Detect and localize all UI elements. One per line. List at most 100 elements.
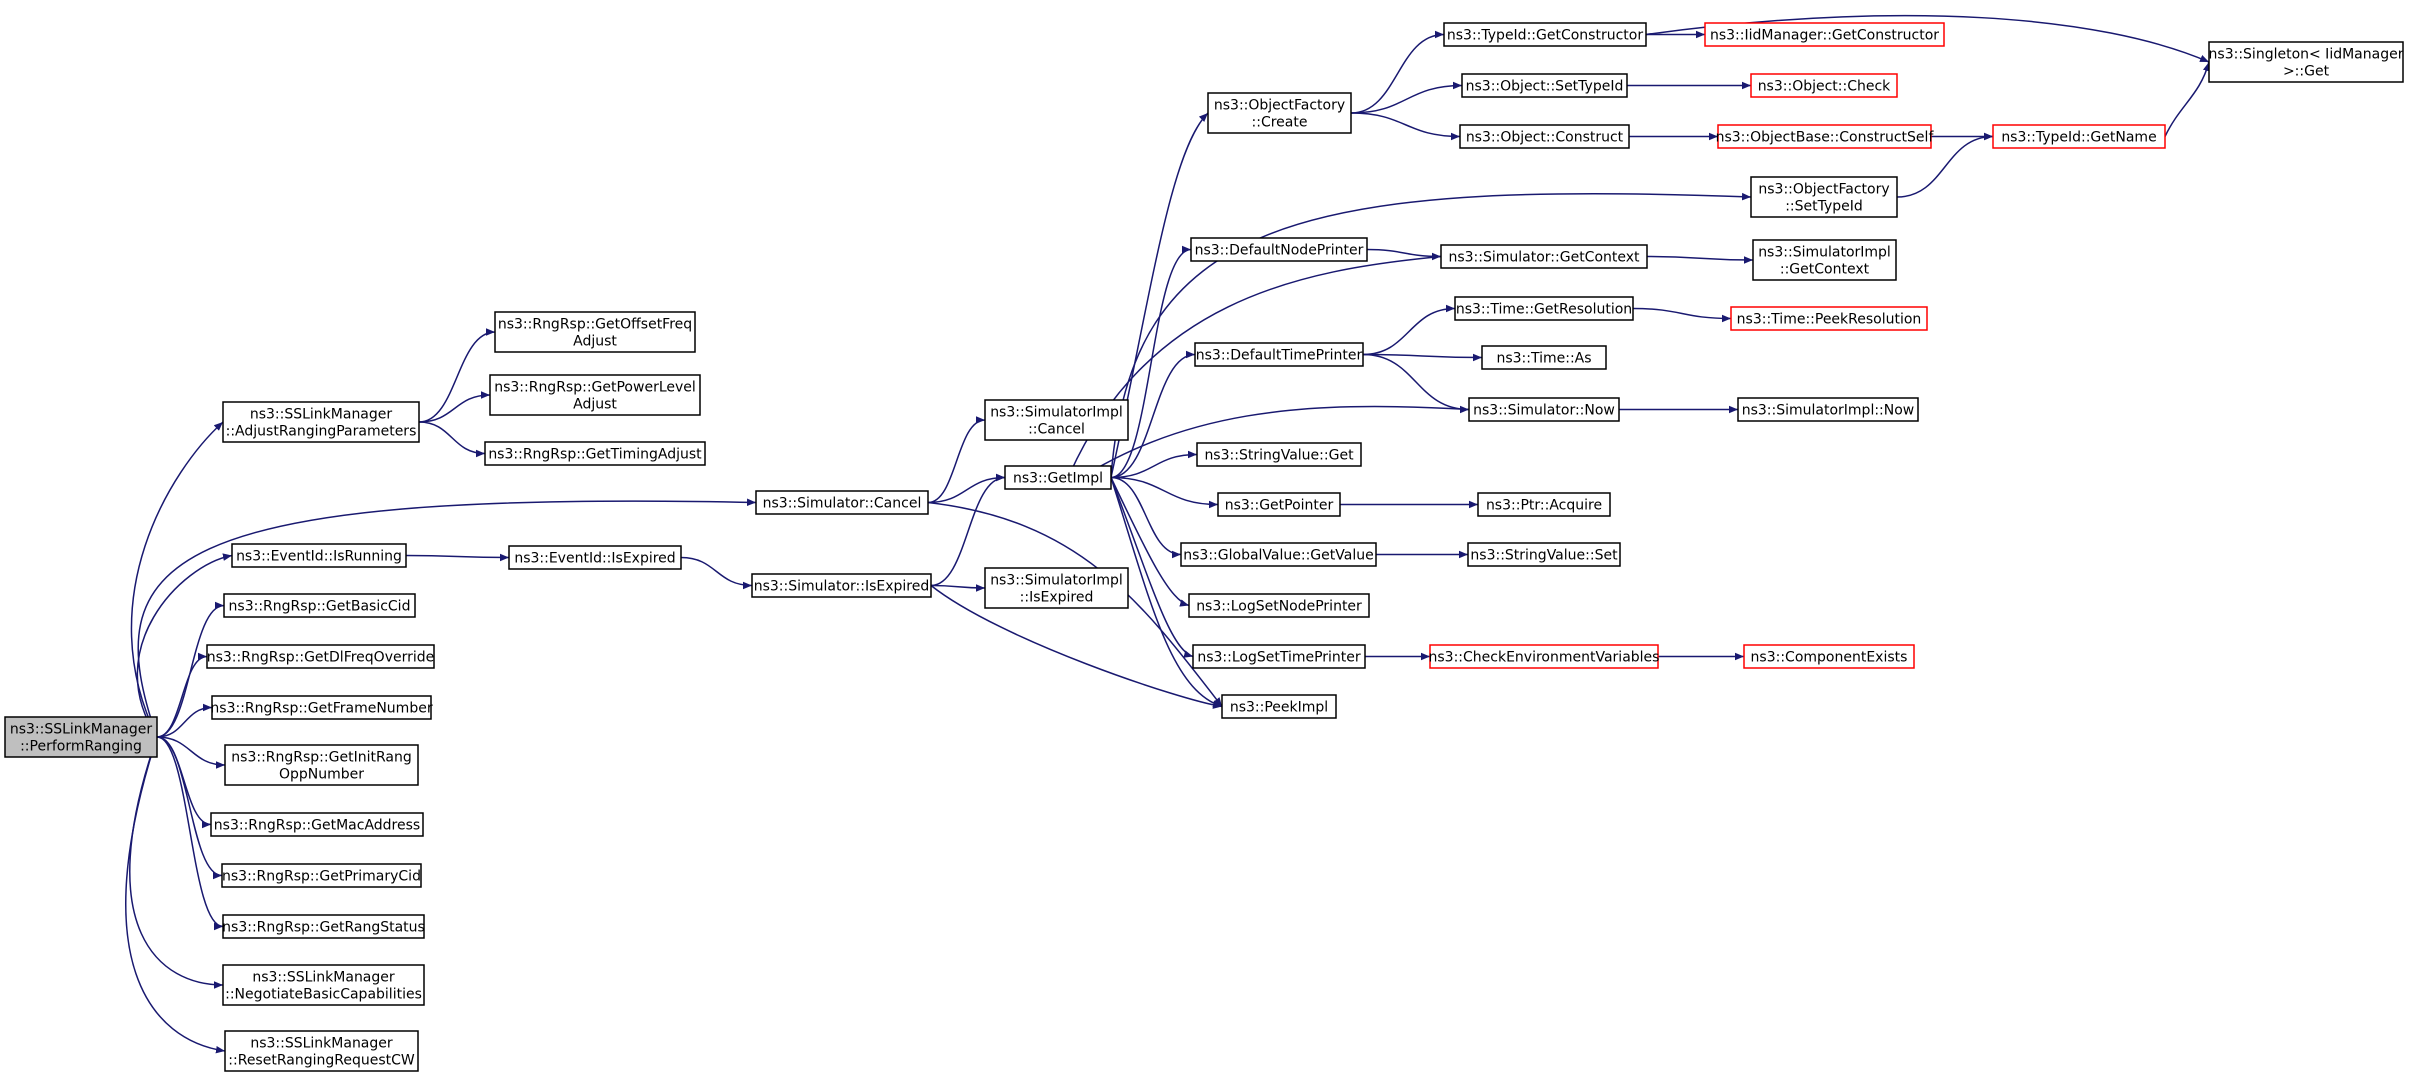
node-box [1717, 124, 1932, 149]
node-time-peekresolution[interactable]: ns3::Time::PeekResolution [1730, 306, 1928, 331]
edge-layer [125, 14, 2211, 1054]
node-label: ns3::TypeId::GetConstructor [1447, 28, 1643, 44]
node-defaultnodeprinter[interactable]: ns3::DefaultNodePrinter [1190, 237, 1368, 262]
edge-simulator-now-to-getimpl [1062, 405, 1470, 490]
node-simulatorimpl-getcontext[interactable]: ns3::SimulatorImpl::GetContext [1752, 239, 1897, 281]
node-label: ns3::RngRsp::GetInitRang [231, 750, 411, 766]
node-iidmanager-getconstructor[interactable]: ns3::IidManager::GetConstructor [1704, 22, 1945, 47]
node-simulatorimpl-isexpired[interactable]: ns3::SimulatorImpl::IsExpired [984, 567, 1129, 609]
node-getpointer[interactable]: ns3::GetPointer [1217, 492, 1341, 517]
node-rngrsp-getdlfreqoverride[interactable]: ns3::RngRsp::GetDlFreqOverride [206, 644, 435, 669]
node-box [508, 545, 682, 570]
node-label: ns3::RngRsp::GetMacAddress [214, 818, 420, 834]
node-label: ns3::Time::As [1496, 351, 1591, 367]
node-rngrsp-getframenumber[interactable]: ns3::RngRsp::GetFrameNumber [210, 695, 433, 720]
node-time-as[interactable]: ns3::Time::As [1481, 345, 1607, 370]
node-logsetnodeprinter[interactable]: ns3::LogSetNodePrinter [1188, 593, 1370, 618]
node-ptr-acquire[interactable]: ns3::Ptr::Acquire [1477, 492, 1611, 517]
node-label: ns3::ObjectFactory [1214, 98, 1345, 114]
edge-sslinkmanager-performranging-to-rngrsp-getmacaddress [156, 736, 212, 829]
node-objectfactory-settypeid[interactable]: ns3::ObjectFactory::SetTypeId [1750, 176, 1898, 218]
node-globalvalue-getvalue[interactable]: ns3::GlobalValue::GetValue [1180, 542, 1377, 567]
node-label: ns3::ObjectBase::ConstructSelf [1716, 130, 1935, 146]
node-label: ns3::RngRsp::GetPowerLevel [494, 380, 696, 396]
node-label: ns3::EventId::IsRunning [236, 549, 402, 565]
node-simulator-isexpired[interactable]: ns3::Simulator::IsExpired [751, 573, 932, 598]
node-componentexists[interactable]: ns3::ComponentExists [1743, 644, 1915, 669]
node-rngrsp-getprimarycid[interactable]: ns3::RngRsp::GetPrimaryCid [221, 863, 422, 888]
node-label: ns3::SimulatorImpl::Now [1742, 403, 1915, 419]
node-box [221, 863, 422, 888]
edge-objectfactory-create-to-object-construct [1350, 112, 1461, 141]
edge-getimpl-to-logsetnodeprinter [1110, 477, 1190, 607]
node-simulator-getcontext[interactable]: ns3::Simulator::GetContext [1440, 244, 1648, 269]
node-sslinkmanager-resetrangingrequestcw[interactable]: ns3::SSLinkManager::ResetRangingRequestC… [224, 1030, 419, 1072]
node-typeid-getconstructor[interactable]: ns3::TypeId::GetConstructor [1443, 22, 1647, 47]
node-label: ns3::ObjectFactory [1758, 182, 1889, 198]
node-defaulttimeprinter[interactable]: ns3::DefaultTimePrinter [1194, 342, 1364, 367]
edge-getimpl-to-objectfactory-settypeid [1110, 192, 1752, 478]
node-typeid-getname[interactable]: ns3::TypeId::GetName [1992, 124, 2166, 149]
node-peekimpl[interactable]: ns3::PeekImpl [1221, 694, 1337, 719]
node-rngrsp-getmacaddress[interactable]: ns3::RngRsp::GetMacAddress [210, 812, 424, 837]
node-simulatorimpl-now[interactable]: ns3::SimulatorImpl::Now [1737, 397, 1919, 422]
node-objectbase-constructself[interactable]: ns3::ObjectBase::ConstructSelf [1716, 124, 1935, 149]
edge-getimpl-to-defaulttimeprinter [1110, 350, 1196, 479]
node-box [1429, 644, 1659, 669]
node-box [1440, 244, 1648, 269]
node-object-construct[interactable]: ns3::Object::Construct [1459, 124, 1630, 149]
edge-time-getresolution-to-time-peekresolution [1632, 307, 1732, 323]
node-rngrsp-getbasiccid[interactable]: ns3::RngRsp::GetBasicCid [223, 593, 416, 618]
node-label: ns3::RngRsp::GetRangStatus [222, 920, 425, 936]
node-label: ns3::Object::Check [1758, 79, 1891, 95]
node-singleton-iidmanager-get[interactable]: ns3::Singleton< IidManager >::Get [2208, 41, 2404, 83]
node-sslinkmanager-adjustrangingparameters[interactable]: ns3::SSLinkManager::AdjustRangingParamet… [222, 401, 420, 443]
node-eventid-isrunning[interactable]: ns3::EventId::IsRunning [231, 543, 407, 568]
node-object-check[interactable]: ns3::Object::Check [1750, 73, 1898, 98]
edge-sslinkmanager-performranging-to-sslinkmanager-resetrangingrequestcw [125, 736, 226, 1054]
node-time-getresolution[interactable]: ns3::Time::GetResolution [1454, 296, 1634, 321]
node-box [1752, 239, 1897, 281]
node-eventid-isexpired[interactable]: ns3::EventId::IsExpired [508, 545, 682, 570]
node-box [206, 644, 435, 669]
node-label: ns3::SSLinkManager [250, 1036, 393, 1052]
node-simulator-cancel[interactable]: ns3::Simulator::Cancel [755, 490, 929, 515]
node-object-settypeid[interactable]: ns3::Object::SetTypeId [1461, 73, 1628, 98]
node-rngrsp-gettimingadjust[interactable]: ns3::RngRsp::GetTimingAdjust [484, 441, 706, 466]
node-simulator-now[interactable]: ns3::Simulator::Now [1468, 397, 1620, 422]
node-label: ns3::RngRsp::GetDlFreqOverride [207, 650, 435, 666]
node-rngrsp-getrangstatus[interactable]: ns3::RngRsp::GetRangStatus [222, 914, 425, 939]
edge-simulator-getcontext-to-simulatorimpl-getcontext [1646, 255, 1754, 264]
node-stringvalue-get[interactable]: ns3::StringValue::Get [1196, 442, 1362, 467]
node-label: ns3::ComponentExists [1751, 650, 1908, 666]
node-stringvalue-set[interactable]: ns3::StringValue::Set [1467, 542, 1621, 567]
node-sslinkmanager-negotiatebasiccapabilities[interactable]: ns3::SSLinkManager::NegotiateBasicCapabi… [222, 964, 425, 1006]
edge-objectfactory-create-to-object-settypeid [1350, 81, 1463, 114]
node-label: ns3::SimulatorImpl [990, 573, 1123, 589]
node-checkenvironmentvariables[interactable]: ns3::CheckEnvironmentVariables [1429, 644, 1660, 669]
node-box [1004, 465, 1112, 490]
node-label: ns3::DefaultTimePrinter [1196, 348, 1363, 364]
node-box [1443, 22, 1647, 47]
node-label: ns3::CheckEnvironmentVariables [1429, 650, 1660, 666]
edge-eventid-isexpired-to-simulator-isexpired [680, 556, 753, 590]
node-label: ns3::Simulator::Cancel [763, 496, 922, 512]
node-label: ::PerformRanging [20, 739, 142, 755]
node-sslinkmanager-performranging[interactable]: ns3::SSLinkManager::PerformRanging [4, 716, 158, 758]
node-label: ns3::StringValue::Set [1470, 548, 1618, 564]
node-label: ns3::RngRsp::GetTimingAdjust [488, 447, 702, 463]
node-objectfactory-create[interactable]: ns3::ObjectFactory::Create [1207, 92, 1352, 134]
node-box [4, 716, 158, 758]
edge-sslinkmanager-performranging-to-rngrsp-getrangstatus [156, 736, 224, 931]
node-box [755, 490, 929, 515]
node-logsettimeprinter[interactable]: ns3::LogSetTimePrinter [1192, 644, 1366, 669]
node-label: >::Get [2283, 64, 2330, 80]
node-getimpl[interactable]: ns3::GetImpl [1004, 465, 1112, 490]
edge-sslinkmanager-performranging-to-rngrsp-getdlfreqoverride [156, 652, 208, 738]
node-box [231, 543, 407, 568]
node-simulatorimpl-cancel[interactable]: ns3::SimulatorImpl::Cancel [984, 399, 1129, 441]
